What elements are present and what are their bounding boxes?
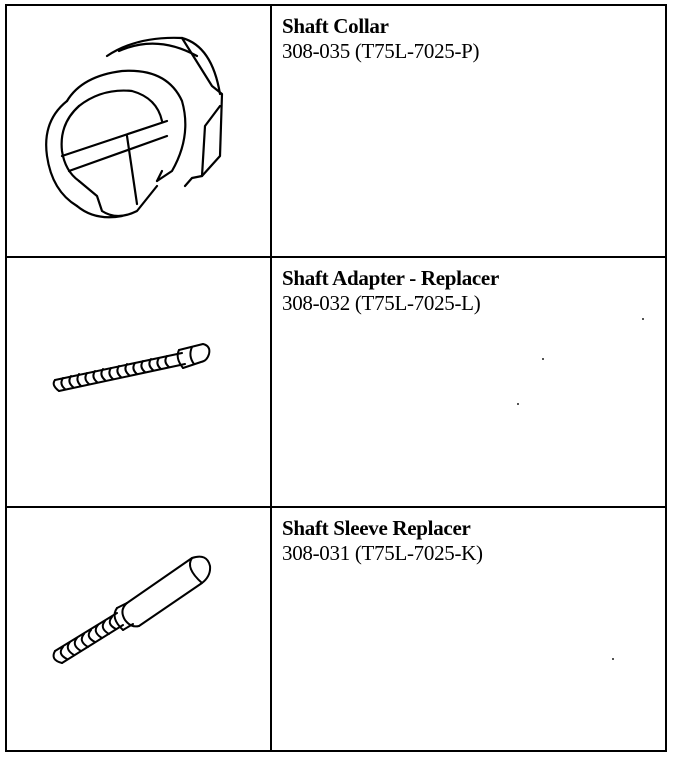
shaft-sleeve-replacer-icon [52, 555, 212, 664]
tool-part-number: 308-031 (T75L-7025-K) [282, 541, 483, 565]
shaft-adapter-replacer-icon [52, 343, 211, 392]
shaft-collar-icon [45, 36, 224, 219]
tool-info-cell: Shaft Sleeve Replacer 308-031 (T75L-7025… [272, 508, 665, 750]
tool-illustration-cell [7, 508, 272, 750]
tool-name: Shaft Collar [282, 14, 389, 38]
tool-part-number: 308-035 (T75L-7025-P) [282, 39, 480, 63]
tool-name: Shaft Adapter - Replacer [282, 266, 499, 290]
tool-name: Shaft Sleeve Replacer [282, 516, 471, 540]
tool-info-cell: Shaft Collar 308-035 (T75L-7025-P) [272, 6, 665, 258]
tool-illustration-cell [7, 6, 272, 258]
special-tools-table: Shaft Collar 308-035 (T75L-7025-P) [5, 4, 667, 752]
tool-info-cell: Shaft Adapter - Replacer 308-032 (T75L-7… [272, 258, 665, 508]
tool-part-number: 308-032 (T75L-7025-L) [282, 291, 481, 315]
tool-illustration-cell [7, 258, 272, 508]
